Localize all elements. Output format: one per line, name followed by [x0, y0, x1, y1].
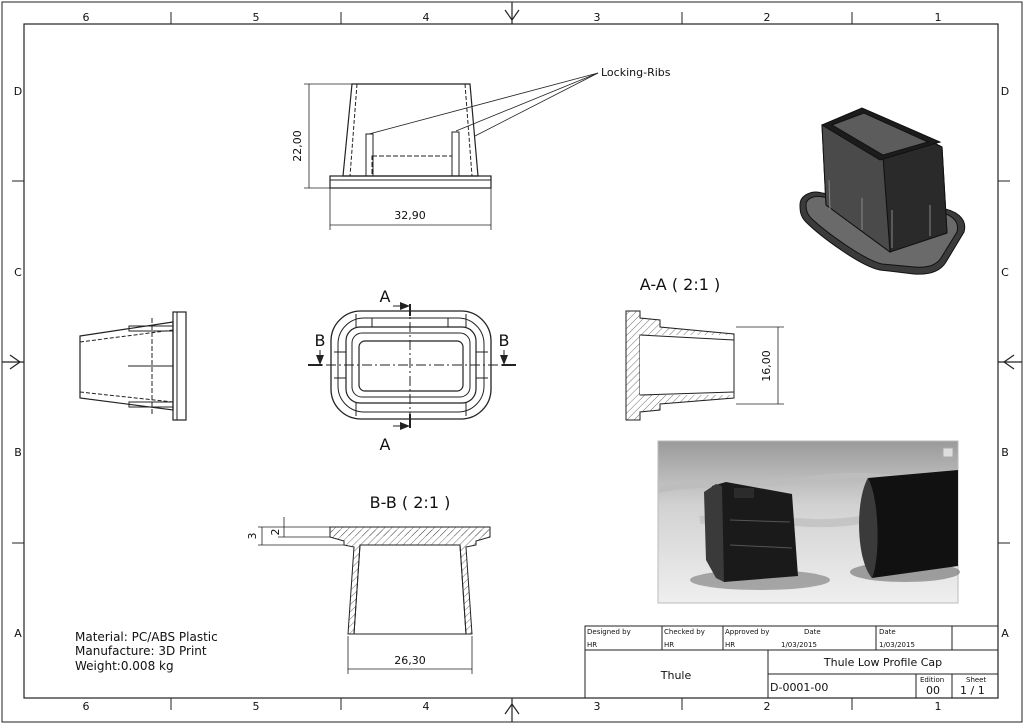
zone-col-2-top: 2: [764, 11, 771, 24]
zone-ticks: [12, 12, 1010, 710]
zone-row-a-right: A: [1001, 627, 1009, 640]
section-a-label-bottom: A: [380, 435, 391, 454]
date-value-2: 1/03/2015: [879, 641, 915, 649]
note-material: Material: PC/ABS Plastic: [75, 630, 218, 644]
note-manufacture: Manufacture: 3D Print: [75, 644, 207, 658]
section-b-label-right: B: [499, 331, 510, 350]
locking-ribs-label: Locking-Ribs: [601, 66, 671, 79]
inner-frame: [23, 23, 999, 699]
zone-col-1-bottom: 1: [935, 700, 942, 713]
approved-by-value: HR: [725, 641, 735, 649]
section-aa-title: A-A ( 2:1 ): [640, 275, 720, 294]
dim-aa-label: 16,00: [760, 350, 773, 382]
dim-height-lines: [304, 83, 352, 189]
sheet-value: 1 / 1: [960, 684, 985, 697]
dim-bb-label: 26,30: [394, 654, 426, 667]
zone-row-b-left: B: [14, 446, 22, 459]
zone-row-b-right: B: [1001, 446, 1009, 459]
render-image: [657, 440, 960, 604]
zone-col-5-top: 5: [253, 11, 260, 24]
section-a-label-top: A: [380, 287, 391, 306]
approved-by-label: Approved by: [725, 628, 769, 636]
dim-bb-lines: [258, 517, 473, 674]
sheet-label: Sheet: [966, 676, 986, 684]
dim-height-label: 22,00: [291, 130, 304, 162]
title-block: [584, 625, 999, 699]
designed-by-label: Designed by: [587, 628, 631, 636]
zone-row-c-left: C: [14, 266, 22, 279]
company-name: Thule: [660, 669, 692, 682]
note-weight: Weight:0.008 kg: [75, 659, 174, 673]
section-arrows: [316, 302, 508, 430]
zone-col-3-bottom: 3: [594, 700, 601, 713]
section-arrow-shafts: [319, 305, 505, 427]
zone-row-d-right: D: [1001, 85, 1009, 98]
dim-2-label: 2: [269, 529, 282, 536]
locking-ribs-leaders: [368, 72, 599, 137]
section-b-label-left: B: [315, 331, 326, 350]
date-label-2: Date: [879, 628, 896, 636]
drawing-number: D-0001-00: [770, 681, 828, 694]
zone-col-4-bottom: 4: [423, 700, 430, 713]
zone-col-5-bottom: 5: [253, 700, 260, 713]
zone-col-6-bottom: 6: [83, 700, 90, 713]
edition-label: Edition: [920, 676, 944, 684]
zone-row-d-left: D: [14, 85, 22, 98]
side-view: [79, 311, 187, 421]
isometric-view: [799, 107, 966, 275]
zone-col-3-top: 3: [594, 11, 601, 24]
checked-by-label: Checked by: [664, 628, 705, 636]
dim-aa-lines: [736, 326, 784, 405]
dim-width-lines: [329, 188, 492, 230]
zone-row-c-right: C: [1001, 266, 1009, 279]
section-bb-view: [329, 526, 491, 635]
zone-col-4-top: 4: [423, 11, 430, 24]
designed-by-value: HR: [587, 641, 597, 649]
drawing-title: Thule Low Profile Cap: [823, 656, 942, 669]
date-value-1: 1/03/2015: [781, 641, 817, 649]
edition-value: 00: [926, 684, 940, 697]
section-aa-view: [625, 310, 735, 421]
zone-col-2-bottom: 2: [764, 700, 771, 713]
zone-col-1-top: 1: [935, 11, 942, 24]
date-label-1: Date: [804, 628, 821, 636]
front-view: [329, 83, 492, 189]
checked-by-value: HR: [664, 641, 674, 649]
zone-col-6-top: 6: [83, 11, 90, 24]
section-bb-title: B-B ( 2:1 ): [370, 493, 451, 512]
dim-3-label: 3: [246, 533, 259, 540]
dim-width-label: 32,90: [394, 209, 426, 222]
zone-row-a-left: A: [14, 627, 22, 640]
